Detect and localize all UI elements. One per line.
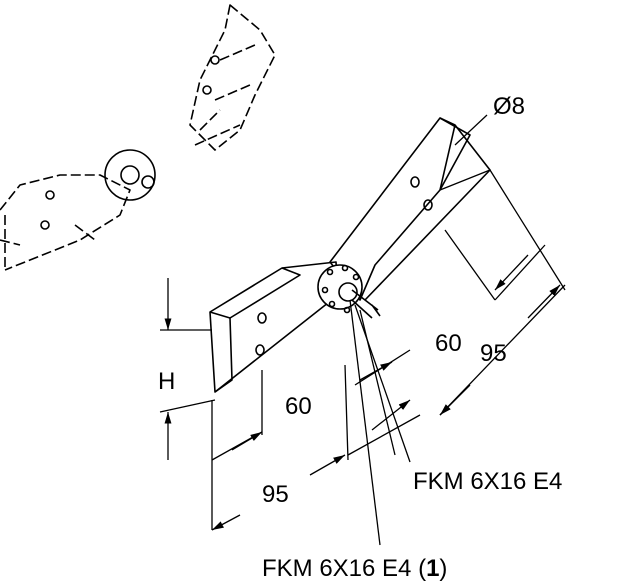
left-hole-spacing-label: 60 [285, 393, 312, 420]
ghost-connector-assembly [0, 4, 276, 271]
fastener-lower-text: FKM 6X16 E4 ( [262, 555, 427, 582]
fastener-lower-suffix: ) [439, 555, 448, 582]
bolt-diameter-label: Ø8 [493, 93, 526, 120]
fastener-lower-label: FKM 6X16 E4 (1) [262, 557, 447, 581]
fastener-upper-label: FKM 6X16 E4 [413, 468, 563, 495]
right-length-label: 95 [480, 340, 507, 367]
ghost-hub [40, 55, 220, 230]
fastener-quantity: 1 [426, 555, 440, 582]
hinge-hub [317, 264, 381, 319]
right-hole-spacing-label: 60 [435, 330, 462, 357]
left-length-label: 95 [262, 481, 289, 508]
height-label: H [158, 368, 176, 395]
dimension-lines [159, 114, 566, 546]
